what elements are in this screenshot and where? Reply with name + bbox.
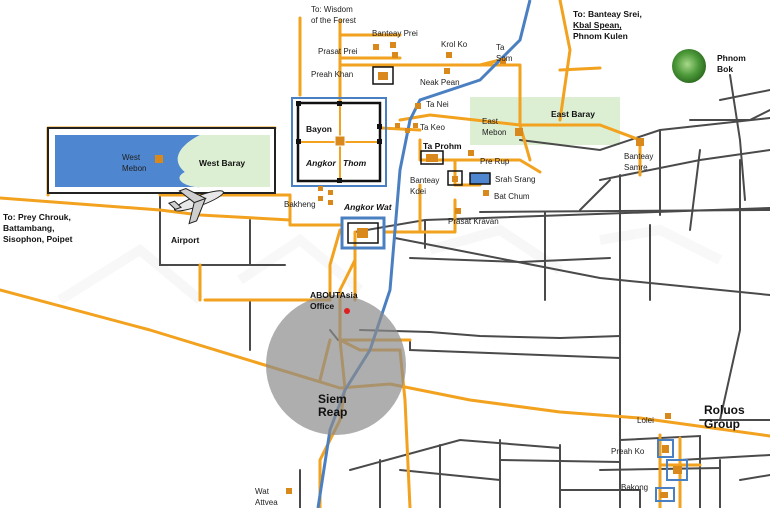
label-prey-chrouk-dir: To: Prey Chrouk,Battambang,Sisophon, Poi… <box>3 212 73 244</box>
phnom-bok-hill <box>672 49 706 83</box>
label-west-baray: West Baray <box>199 158 245 168</box>
aboutasia-office-dot <box>344 308 350 314</box>
label-angkor-thom-2: Thom <box>343 158 367 168</box>
temple-outlines <box>372 66 688 502</box>
preah-ko-marker <box>662 445 669 453</box>
label-bakong: Bakong <box>621 483 648 492</box>
label-preah-khan: Preah Khan <box>311 70 353 79</box>
label-neak-pean: Neak Pean <box>420 78 460 87</box>
label-ta-prohm: Ta Prohm <box>423 141 462 151</box>
siem-reap-circle <box>266 295 406 435</box>
airplane-icon <box>167 188 224 225</box>
label-ta-nei: Ta Nei <box>426 100 449 109</box>
black-roads <box>159 74 770 508</box>
label-bakheng: Bakheng <box>284 200 316 209</box>
label-east-baray: East Baray <box>551 109 595 119</box>
label-prasat-prei: Prasat Prei <box>318 47 358 56</box>
label-banteay-srei-dir: To: Banteay Srei,Kbal Spean,Phnom Kulen <box>573 9 642 41</box>
label-prasat-kravan: Prasat Kravan <box>448 217 499 226</box>
label-pre-rup: Pre Rup <box>480 157 510 166</box>
west-baray <box>47 127 276 194</box>
label-krol-ko: Krol Ko <box>441 40 468 49</box>
label-bat-chum: Bat Chum <box>494 192 530 201</box>
angkor-wat-temple <box>340 216 386 250</box>
label-srah-srang: Srah Srang <box>495 175 535 184</box>
label-angkor-thom-1: Angkor <box>305 158 336 168</box>
label-lolei: Lolei <box>637 416 654 425</box>
srah-srang-pond <box>469 172 491 185</box>
temple-markers <box>155 42 682 498</box>
label-ta-keo: Ta Keo <box>420 123 445 132</box>
label-preah-ko: Preah Ko <box>611 447 645 456</box>
angkor-thom <box>291 97 387 187</box>
label-banteay-prei: Banteay Prei <box>372 29 418 38</box>
label-angkor-wat: Angkor Wat <box>343 202 393 212</box>
label-airport: Airport <box>171 235 200 245</box>
label-bayon: Bayon <box>306 124 332 134</box>
